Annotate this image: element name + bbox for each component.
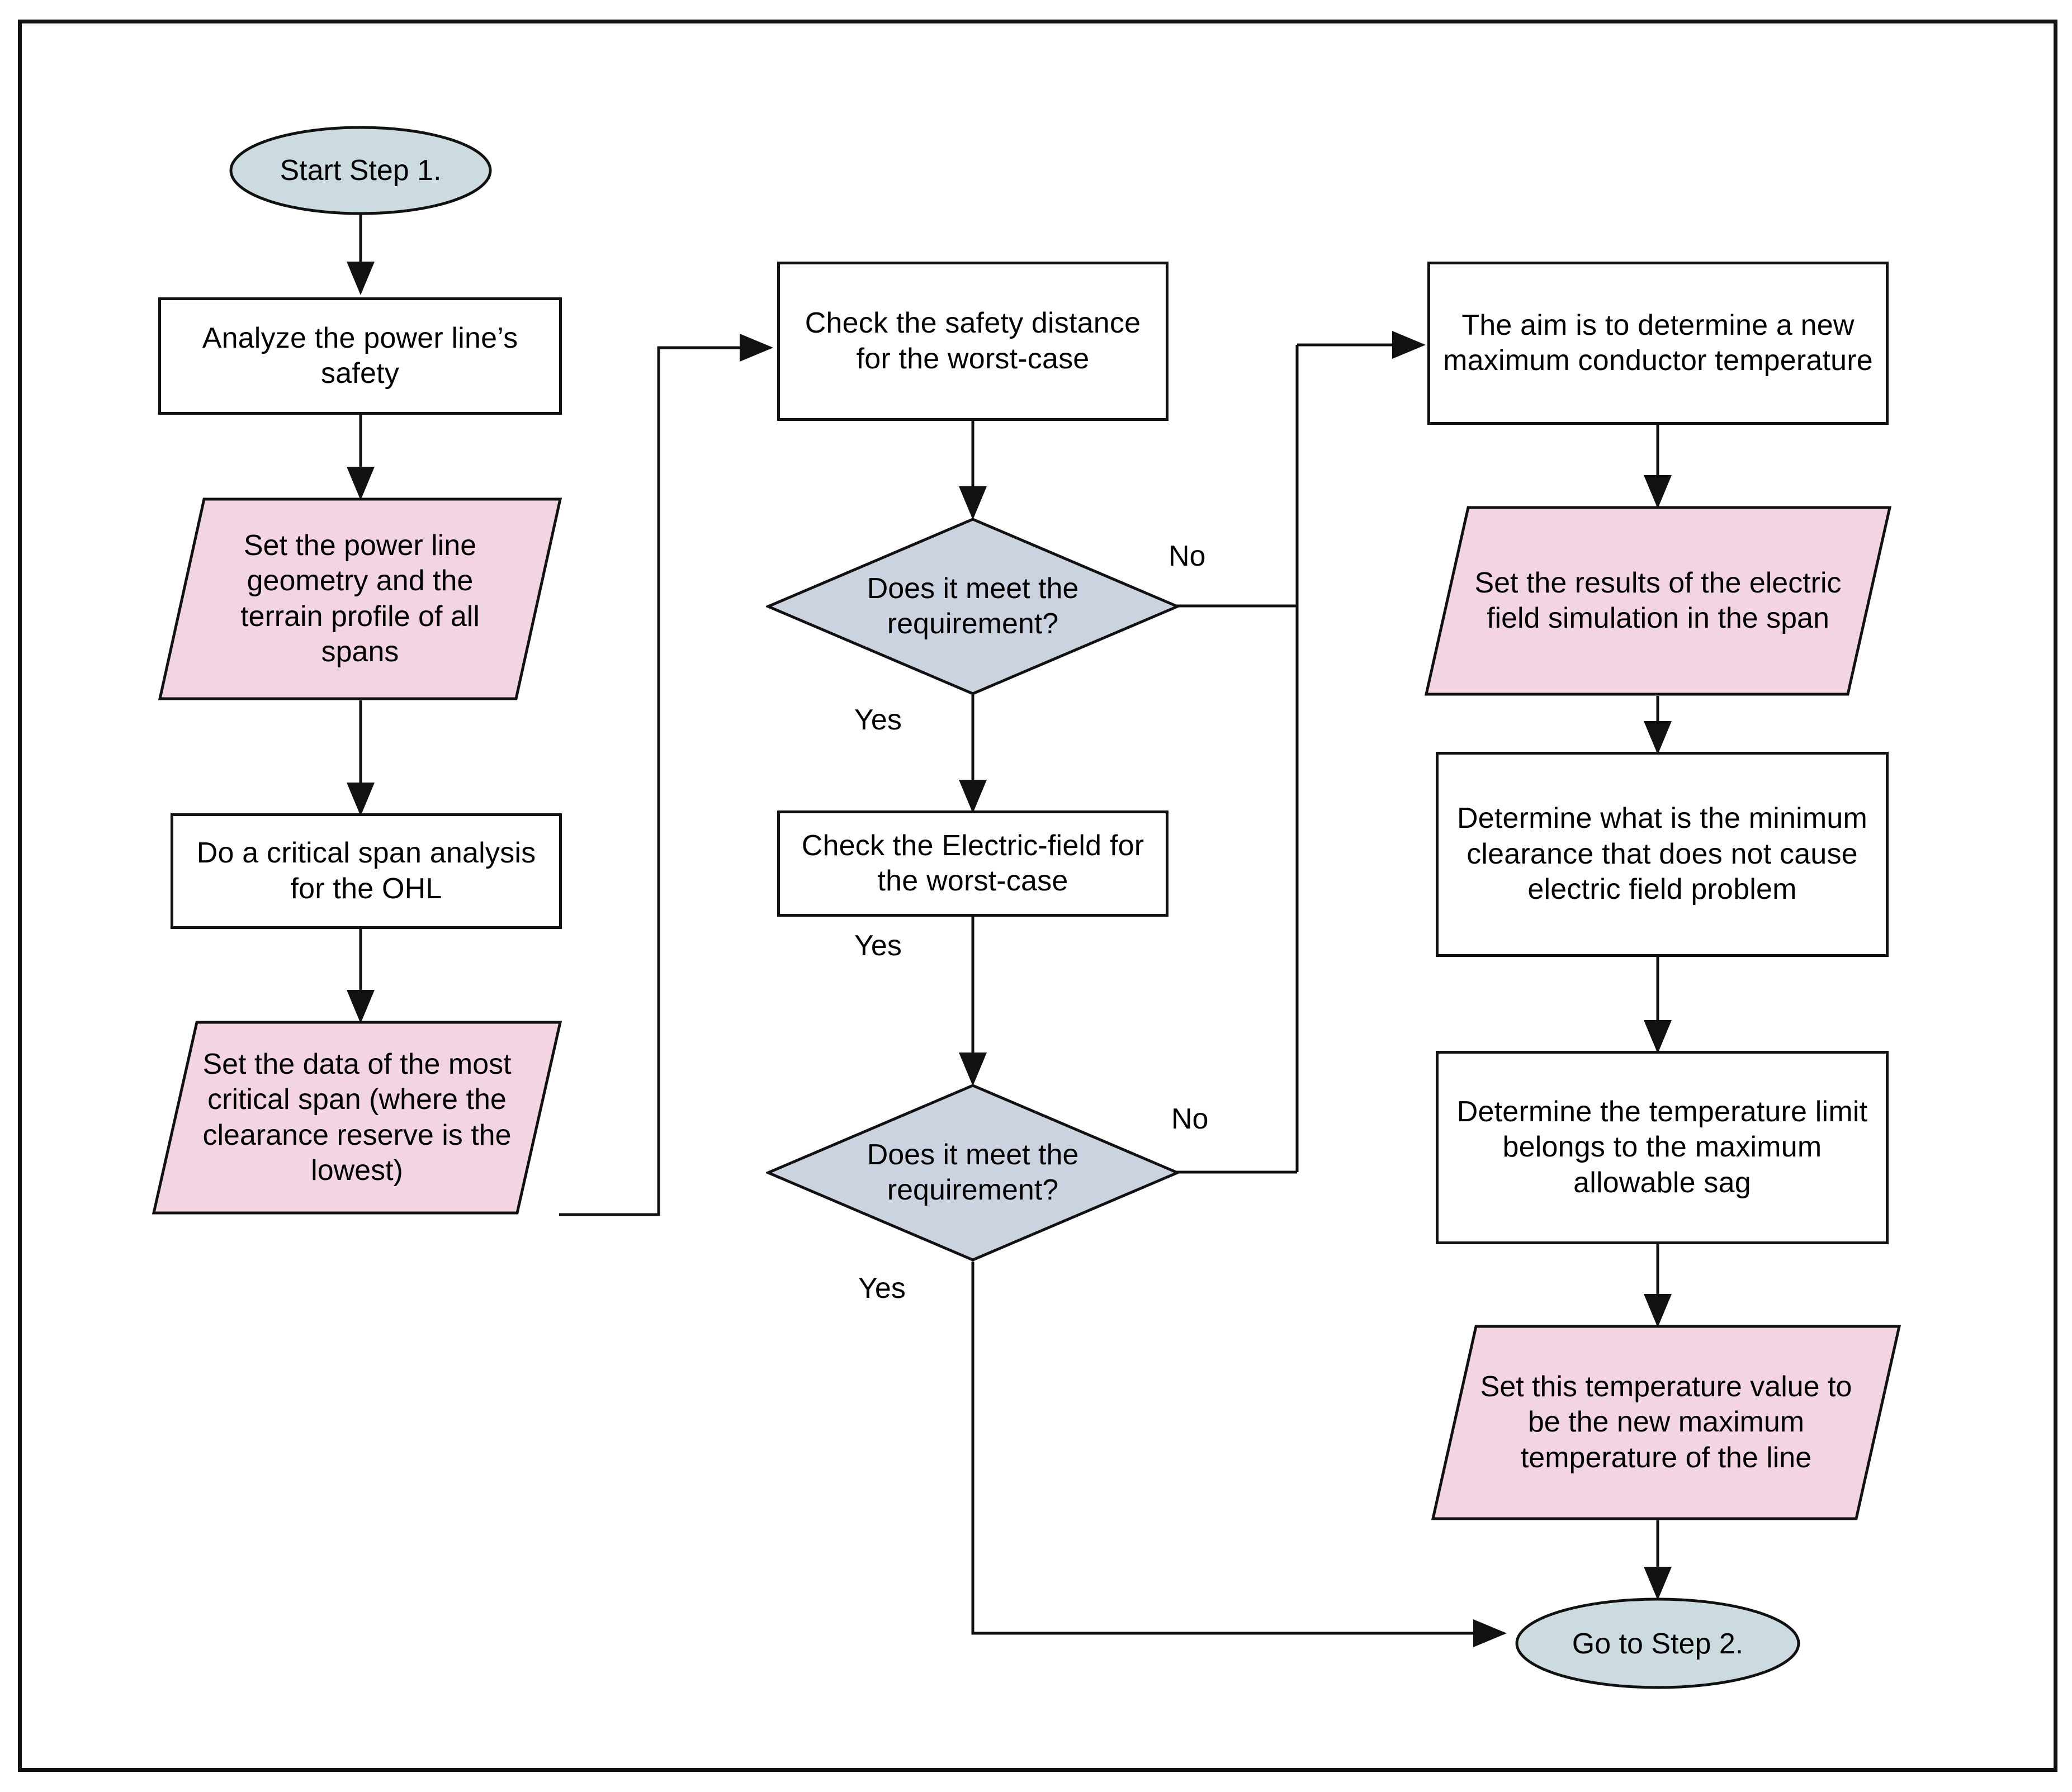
ellipse-shape	[1515, 1597, 1800, 1689]
node-decision-efield-requirement[interactable]: Does it meet the requirement?	[766, 1083, 1180, 1262]
node-determine-minimum-clearance[interactable]: Determine what is the minimum clearance …	[1436, 752, 1889, 957]
node-end[interactable]: Go to Step 2.	[1515, 1597, 1800, 1690]
node-check-electric-field-label: Check the Electric-field for the worst-c…	[801, 829, 1144, 897]
parallelogram-shape	[152, 1021, 562, 1215]
ellipse-shape	[229, 126, 492, 215]
edge-label-decision2-yes: Yes	[858, 1272, 906, 1305]
node-check-electric-field[interactable]: Check the Electric-field for the worst-c…	[777, 810, 1169, 917]
node-set-efield-label: Set the results of the electric field si…	[1474, 566, 1842, 634]
diamond-shape	[766, 518, 1180, 695]
node-decision2-label: Does it meet the requirement?	[867, 1138, 1079, 1206]
node-set-power-line-geometry[interactable]: Set the power line geometry and the terr…	[158, 497, 562, 700]
parallelogram-shape	[1425, 506, 1891, 696]
node-set-new-max-temp-label: Set this temperature value to be the new…	[1480, 1370, 1852, 1474]
node-set-geometry-label: Set the power line geometry and the terr…	[240, 529, 480, 668]
edge-label-efield-yes: Yes	[854, 930, 902, 962]
node-analyze-label: Analyze the power line’s safety	[202, 321, 518, 390]
parallelogram-shape	[1431, 1325, 1901, 1520]
edge-label-decision1-no: No	[1169, 540, 1206, 572]
node-set-critical-data-label: Set the data of the most critical span (…	[202, 1047, 512, 1187]
node-determine-temperature-limit[interactable]: Determine the temperature limit belongs …	[1436, 1051, 1889, 1244]
node-check-safety-distance[interactable]: Check the safety distance for the worst-…	[777, 262, 1169, 421]
node-decision1-label: Does it meet the requirement?	[867, 572, 1079, 640]
node-aim-label: The aim is to determine a new maximum co…	[1443, 309, 1873, 377]
node-determine-temp-limit-label: Determine the temperature limit belongs …	[1456, 1095, 1868, 1199]
parallelogram-shape	[158, 497, 562, 700]
diamond-shape	[766, 1084, 1180, 1262]
node-determine-clearance-label: Determine what is the minimum clearance …	[1456, 802, 1868, 906]
edge-label-decision1-yes: Yes	[854, 704, 902, 736]
node-start[interactable]: Start Step 1.	[229, 126, 492, 215]
node-analyze-power-line-safety[interactable]: Analyze the power line’s safety	[158, 297, 562, 415]
node-set-critical-span-data[interactable]: Set the data of the most critical span (…	[152, 1021, 562, 1215]
node-critical-span-analysis[interactable]: Do a critical span analysis for the OHL	[171, 813, 562, 929]
node-check-safety-distance-label: Check the safety distance for the worst-…	[805, 307, 1141, 375]
node-aim-new-max-temperature[interactable]: The aim is to determine a new maximum co…	[1427, 262, 1889, 425]
edge-label-decision2-no: No	[1171, 1103, 1209, 1135]
node-decision-safety-requirement[interactable]: Does it meet the requirement?	[766, 517, 1180, 696]
node-start-label: Start Step 1.	[280, 154, 442, 187]
node-set-efield-simulation-results[interactable]: Set the results of the electric field si…	[1425, 506, 1891, 696]
node-end-label: Go to Step 2.	[1572, 1627, 1744, 1660]
node-set-new-maximum-temperature[interactable]: Set this temperature value to be the new…	[1431, 1325, 1901, 1520]
node-critical-span-label: Do a critical span analysis for the OHL	[196, 837, 536, 905]
